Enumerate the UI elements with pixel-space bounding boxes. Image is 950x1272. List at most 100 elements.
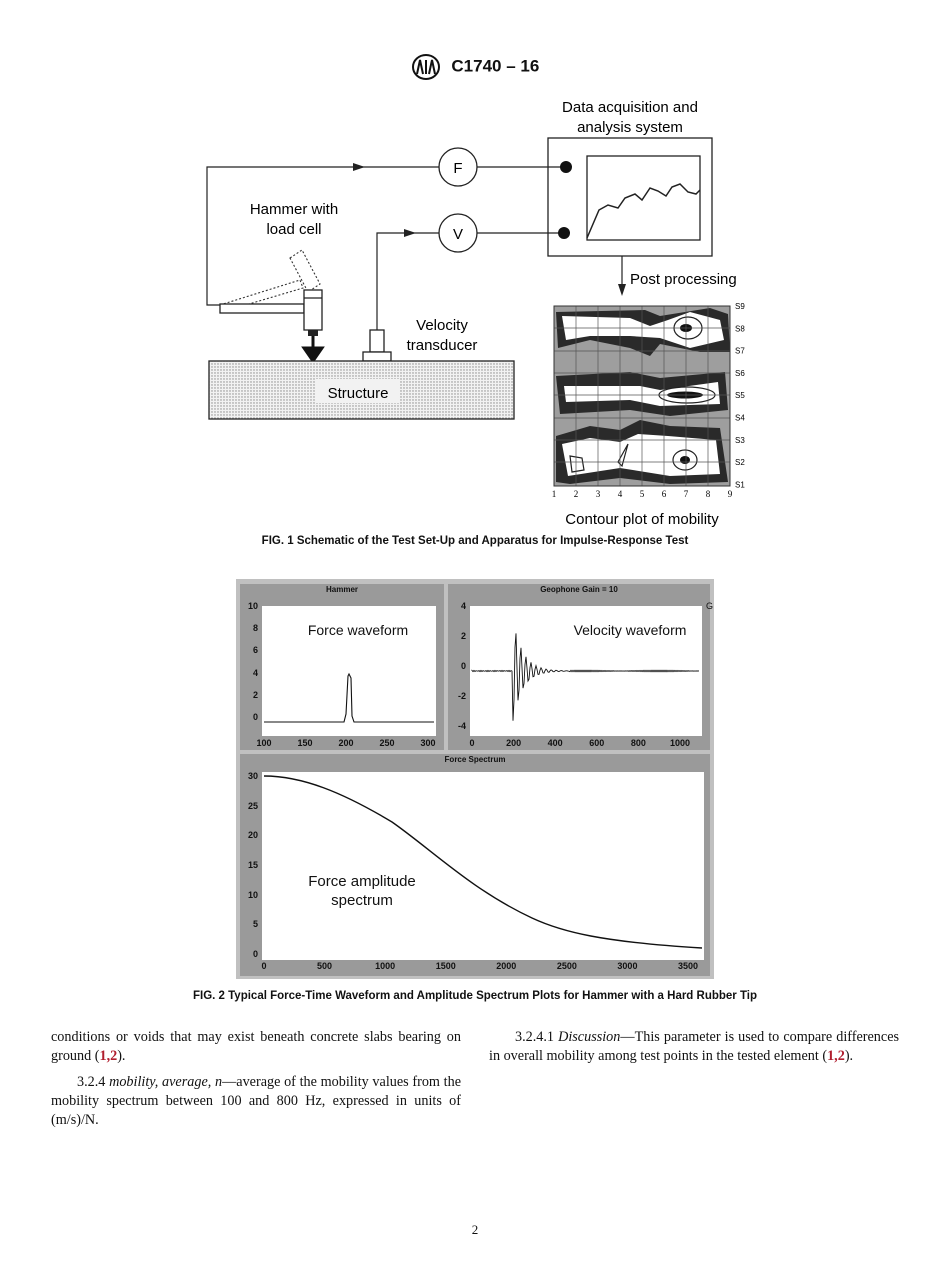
x-tick: 400 [547,738,563,748]
hammer-handle [219,303,305,314]
x-tick: 300 [420,738,436,748]
standard-designation: C1740 – 16 [451,56,540,76]
daq-input-f-dot [560,161,572,173]
y-tick: 30 [247,771,258,781]
velocity-wire-arrow [404,229,416,237]
y-tick: 0 [252,712,258,722]
figure-1-caption: FIG. 1 Schematic of the Test Set-Up and … [261,535,689,547]
contour-x-tick: 3 [596,489,601,499]
contour-x-tick: 8 [706,489,711,499]
velocity-circle-label: V [453,226,463,243]
hammer-wire [206,166,439,306]
right-p1-end: ). [844,1048,854,1064]
x-tick: 3000 [617,961,638,971]
y-tick: -2 [457,691,466,701]
x-tick: 1500 [435,961,456,971]
contour-y-tick: S5 [735,391,745,400]
left-paragraph-2: 3.2.4 mobility, average, n—average of th… [51,1073,461,1130]
force-spectrum-label-2: spectrum [331,892,393,909]
definition-text: —average of the mobility values from the… [51,1074,461,1128]
contour-y-tick: S9 [735,302,745,311]
right-paragraph-1: 3.2.4.1 Discussion—This parameter is use… [489,1028,899,1066]
contour-x-tick: 9 [728,489,733,499]
left-column: conditions or voids that may exist benea… [51,1028,461,1137]
force-spectrum-label-1: Force amplitude [308,873,416,890]
reference-link[interactable]: 1,2 [99,1048,118,1064]
geophone-panel-title: Geophone Gain = 10 [540,585,618,594]
hammer-panel-title: Hammer [325,585,358,594]
contour-y-tick: S3 [735,436,745,445]
y-tick: 10 [247,889,258,900]
y-tick: 8 [252,623,258,634]
contour-x-tick: 4 [618,489,623,499]
structure-label: Structure [328,385,389,402]
y-tick: 0 [460,661,466,671]
figure-1-schematic: Data acquisition and analysis system F V… [206,99,745,528]
y-tick: 4 [252,667,258,678]
x-tick: 250 [379,738,395,748]
section-number: 3.2.4.1 [515,1029,559,1045]
hammer-label-2: load cell [266,221,321,238]
velocity-waveform-label: Velocity waveform [573,622,687,638]
velocity-wire [376,232,439,330]
daq-screen-trace [586,183,701,239]
left-paragraph-1: conditions or voids that may exist benea… [51,1028,461,1066]
y-tick: 15 [247,860,258,870]
discussion-term: Discussion [558,1029,621,1045]
page-number: 2 [471,1222,479,1237]
section-number: 3.2.4 [77,1074,110,1090]
daq-label-2: analysis system [577,119,683,136]
contour-y-tick: S4 [735,414,745,423]
contour-x-tick: 7 [684,489,689,499]
x-tick: 150 [297,738,313,748]
spectrum-panel-title: Force Spectrum [444,755,506,764]
discussion-text: —This parameter is used to compare diffe… [489,1029,900,1064]
x-tick: 500 [317,961,333,971]
hammer-head [303,289,323,331]
contour-x-tick: 6 [662,489,667,499]
x-tick: 100 [256,738,272,748]
hammer-label-1: Hammer with [250,201,338,218]
x-tick: 600 [589,738,605,748]
y-tick: 25 [247,800,258,811]
y-tick: 20 [247,830,258,841]
contour-x-tick: 5 [640,489,645,499]
impact-arrow [301,336,325,364]
hammer-wire-arrow [353,163,365,171]
force-spectrum-curve [263,775,703,949]
contour-y-tick: S6 [735,369,745,378]
force-spectrum-label: Force amplitude spectrum [292,872,432,910]
left-p1-end: ). [117,1048,126,1064]
velocity-label-2: transducer [407,337,478,354]
velocity-transducer [369,329,385,353]
y-tick: -4 [457,721,466,731]
contour-y-tick: S7 [735,347,745,356]
daq-input-v-dot [558,227,570,239]
post-processing-arrow [618,284,626,296]
x-tick: 1000 [670,738,691,748]
contour-y-tick: S8 [735,324,745,333]
y-tick: 4 [460,601,466,611]
daq-label-1: Data acquisition and [562,99,698,116]
geophone-side-letter: G [706,601,714,611]
post-processing-label: Post processing [630,271,737,288]
left-p1-text: conditions or voids that may exist benea… [51,1029,461,1064]
x-tick: 0 [261,961,267,971]
x-tick: 3500 [678,961,699,971]
page-header: C1740 – 16 [0,54,950,80]
figure-2-caption: FIG. 2 Typical Force-Time Waveform and A… [192,990,758,1002]
y-tick: 2 [460,631,466,641]
hammer-raised-outline [219,249,321,313]
x-tick: 2500 [556,961,577,971]
x-tick: 200 [338,738,354,748]
x-tick: 200 [506,738,522,748]
x-tick: 1000 [375,961,396,971]
transducer-base [362,351,392,362]
force-waveform-label: Force waveform [307,622,409,638]
right-column: 3.2.4.1 Discussion—This parameter is use… [489,1028,899,1073]
x-tick: 0 [469,738,475,748]
reference-link[interactable]: 1,2 [827,1048,845,1064]
astm-logo-icon [411,54,440,80]
y-tick: 0 [252,949,258,959]
